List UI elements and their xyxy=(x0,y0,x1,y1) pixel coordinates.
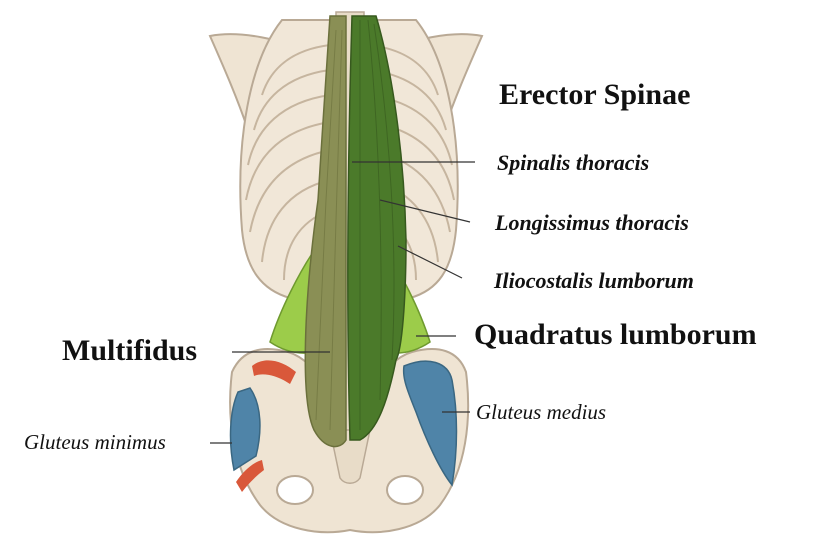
leader-lines xyxy=(210,161,475,444)
quadratus-lumborum-label: Quadratus lumborum xyxy=(474,318,757,351)
gluteus-medius-muscle xyxy=(402,360,458,487)
erector-spinae-muscle xyxy=(347,15,407,441)
erector-spinae-fibers xyxy=(359,19,395,430)
erector-spinae-label: Erector Spinae xyxy=(499,78,691,111)
left-obturator xyxy=(276,475,314,505)
attachment-marker-lower xyxy=(236,460,264,492)
attachment-marker-upper xyxy=(252,360,296,384)
multifidus-muscle xyxy=(304,15,347,448)
gluteus-medius-label: Gluteus medius xyxy=(476,400,607,424)
gluteus-minimus-label: Gluteus minimus xyxy=(24,430,166,454)
iliocostalis-lumborum-label: Iliocostalis lumborum xyxy=(494,268,694,293)
multifidus-label: Multifidus xyxy=(62,334,198,367)
leader-line-longissimus xyxy=(379,199,471,223)
spinalis-thoracis-label: Spinalis thoracis xyxy=(497,150,650,175)
leader-line-iliocostalis xyxy=(397,245,463,279)
right-obturator xyxy=(386,475,424,505)
longissimus-thoracis-label: Longissimus thoracis xyxy=(495,210,689,235)
gluteus-minimus-muscle xyxy=(229,387,261,472)
multifidus-fibers xyxy=(315,29,343,431)
